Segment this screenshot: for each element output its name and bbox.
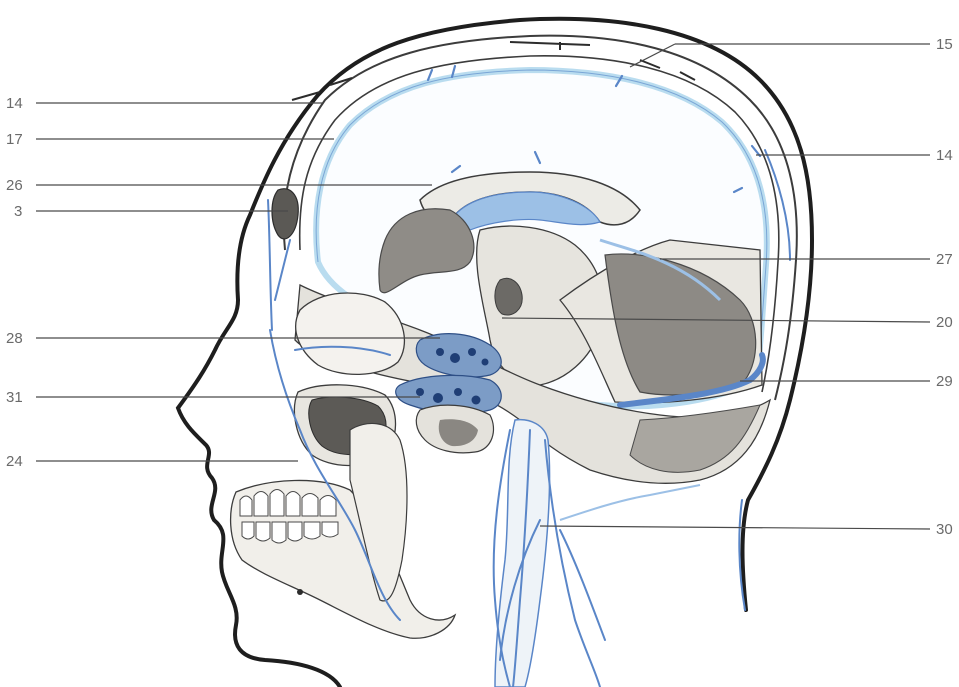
label-14-left: 14: [6, 95, 23, 112]
leader-right-30: [540, 526, 930, 529]
cervical-column: [495, 420, 550, 687]
label-29: 29: [936, 373, 953, 390]
orbit: [296, 293, 405, 374]
superior-sagittal-sinus: [510, 42, 590, 50]
mental-foramen: [297, 589, 303, 595]
label-30: 30: [936, 521, 953, 538]
label-20: 20: [936, 314, 953, 331]
label-26: 26: [6, 177, 23, 194]
frontal-sinus: [272, 189, 298, 239]
neck-posterior: [560, 485, 700, 520]
label-17: 17: [6, 131, 23, 148]
label-14-right: 14: [936, 147, 953, 164]
label-3: 3: [14, 203, 22, 220]
label-28: 28: [6, 330, 23, 347]
label-31: 31: [6, 389, 23, 406]
label-24: 24: [6, 453, 23, 470]
label-15: 15: [936, 36, 953, 53]
label-27: 27: [936, 251, 953, 268]
